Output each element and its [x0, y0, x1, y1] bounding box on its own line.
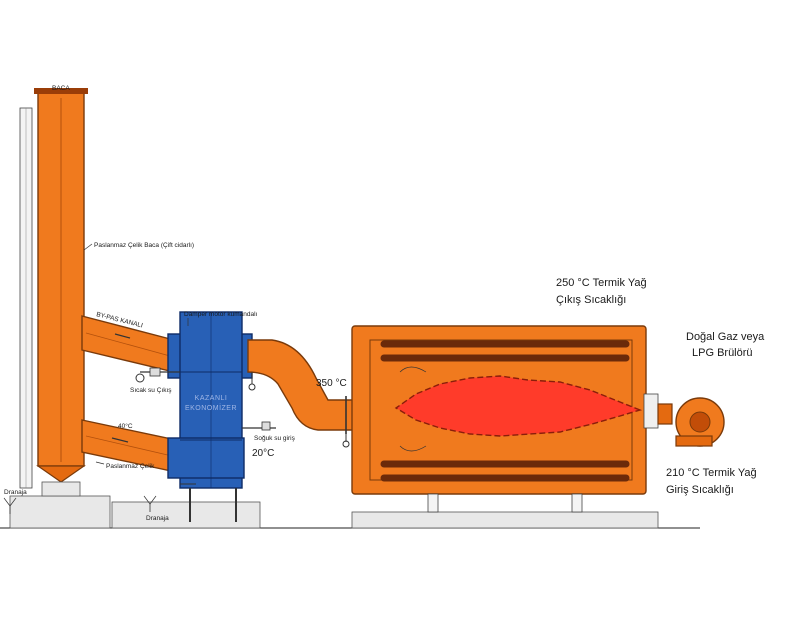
- oil-outlet-label-2: Çıkış Sıcaklığı: [556, 294, 626, 306]
- burner-label-1: Doğal Gaz veya: [686, 331, 765, 343]
- lower-duct-temp: 40°C: [118, 422, 133, 430]
- hot-water-out-label: Sıcak su Çıkış: [130, 387, 172, 394]
- chimney-foundation: [9, 495, 111, 529]
- economizer-lower-flange: [167, 437, 245, 479]
- drain-markers: [3, 495, 157, 514]
- exchanger-foundation: [111, 501, 261, 529]
- water-fittings: [135, 367, 276, 485]
- cold-water-in-label: Soğuk su giriş: [254, 435, 296, 442]
- boiler: [351, 325, 659, 513]
- flue-duct: [247, 339, 357, 448]
- drain-left-label: Dranaja: [4, 489, 27, 496]
- oil-inlet-label-2: Giriş Sıcaklığı: [666, 484, 734, 496]
- drain-center-label: Dranaja: [146, 515, 169, 522]
- chimney-note: Paslanmaz Çelik Baca (Çift cidarlı): [94, 242, 194, 249]
- flue-temp-label: 350 °C: [316, 378, 347, 389]
- chimney: [19, 88, 88, 497]
- economizer-label-1: KAZANLI: [195, 395, 228, 402]
- boiler-foundation: [351, 511, 659, 529]
- inlet-temp-label: 20°C: [252, 448, 274, 459]
- burner-label-2: LPG Brülörü: [692, 347, 753, 359]
- burner: [657, 397, 725, 447]
- oil-inlet-label-1: 210 °C Termik Yağ: [666, 467, 757, 479]
- foundations: [0, 495, 700, 529]
- oil-outlet-label-1: 250 °C Termik Yağ: [556, 277, 647, 289]
- economizer: KAZANLI EKONOMİZER: [167, 311, 253, 522]
- leader-lines: [83, 243, 189, 465]
- economizer-label-2: EKONOMİZER: [185, 403, 237, 412]
- burner-flame: [394, 375, 643, 437]
- damper-label: Damper motor kumandalı: [184, 311, 258, 318]
- chimney-label: BACA: [52, 85, 70, 92]
- lower-duct-note: Paslanmaz Çelik: [106, 463, 155, 470]
